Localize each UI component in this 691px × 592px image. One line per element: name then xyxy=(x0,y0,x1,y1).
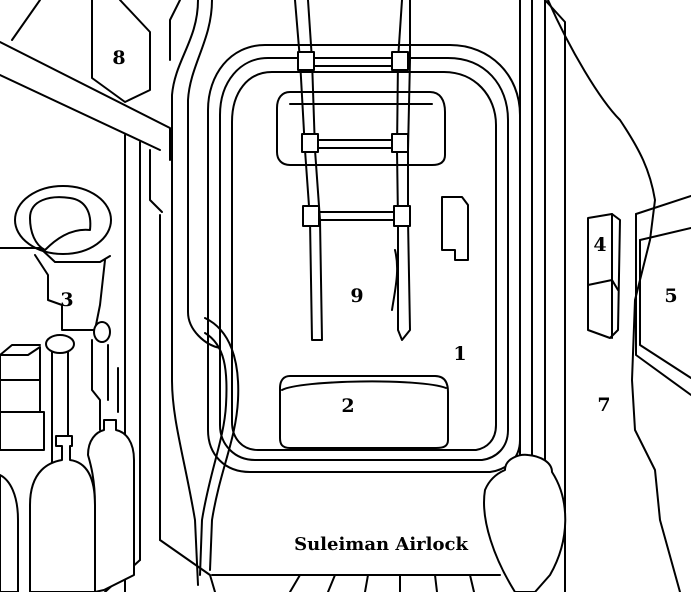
hose-pipes xyxy=(160,0,238,592)
suit-body xyxy=(92,322,110,430)
label-1: 1 xyxy=(453,343,466,365)
label-9: 9 xyxy=(350,285,363,307)
label-4: 4 xyxy=(593,234,606,256)
floor-grating xyxy=(212,575,500,592)
storage-sack xyxy=(484,455,565,592)
overhead-panel xyxy=(12,0,150,102)
label-7: 7 xyxy=(597,394,610,416)
label-8: 8 xyxy=(112,47,125,69)
label-5: 5 xyxy=(664,285,677,307)
helmet xyxy=(0,186,111,330)
label-3: 3 xyxy=(60,289,73,311)
label-2: 2 xyxy=(341,395,354,417)
control-box xyxy=(442,197,468,260)
diagram-caption: Suleiman Airlock xyxy=(294,534,468,555)
storage-crates xyxy=(0,345,44,450)
lower-pad xyxy=(280,376,448,448)
ladder-rungs xyxy=(298,52,410,226)
wall-panel xyxy=(588,214,620,338)
